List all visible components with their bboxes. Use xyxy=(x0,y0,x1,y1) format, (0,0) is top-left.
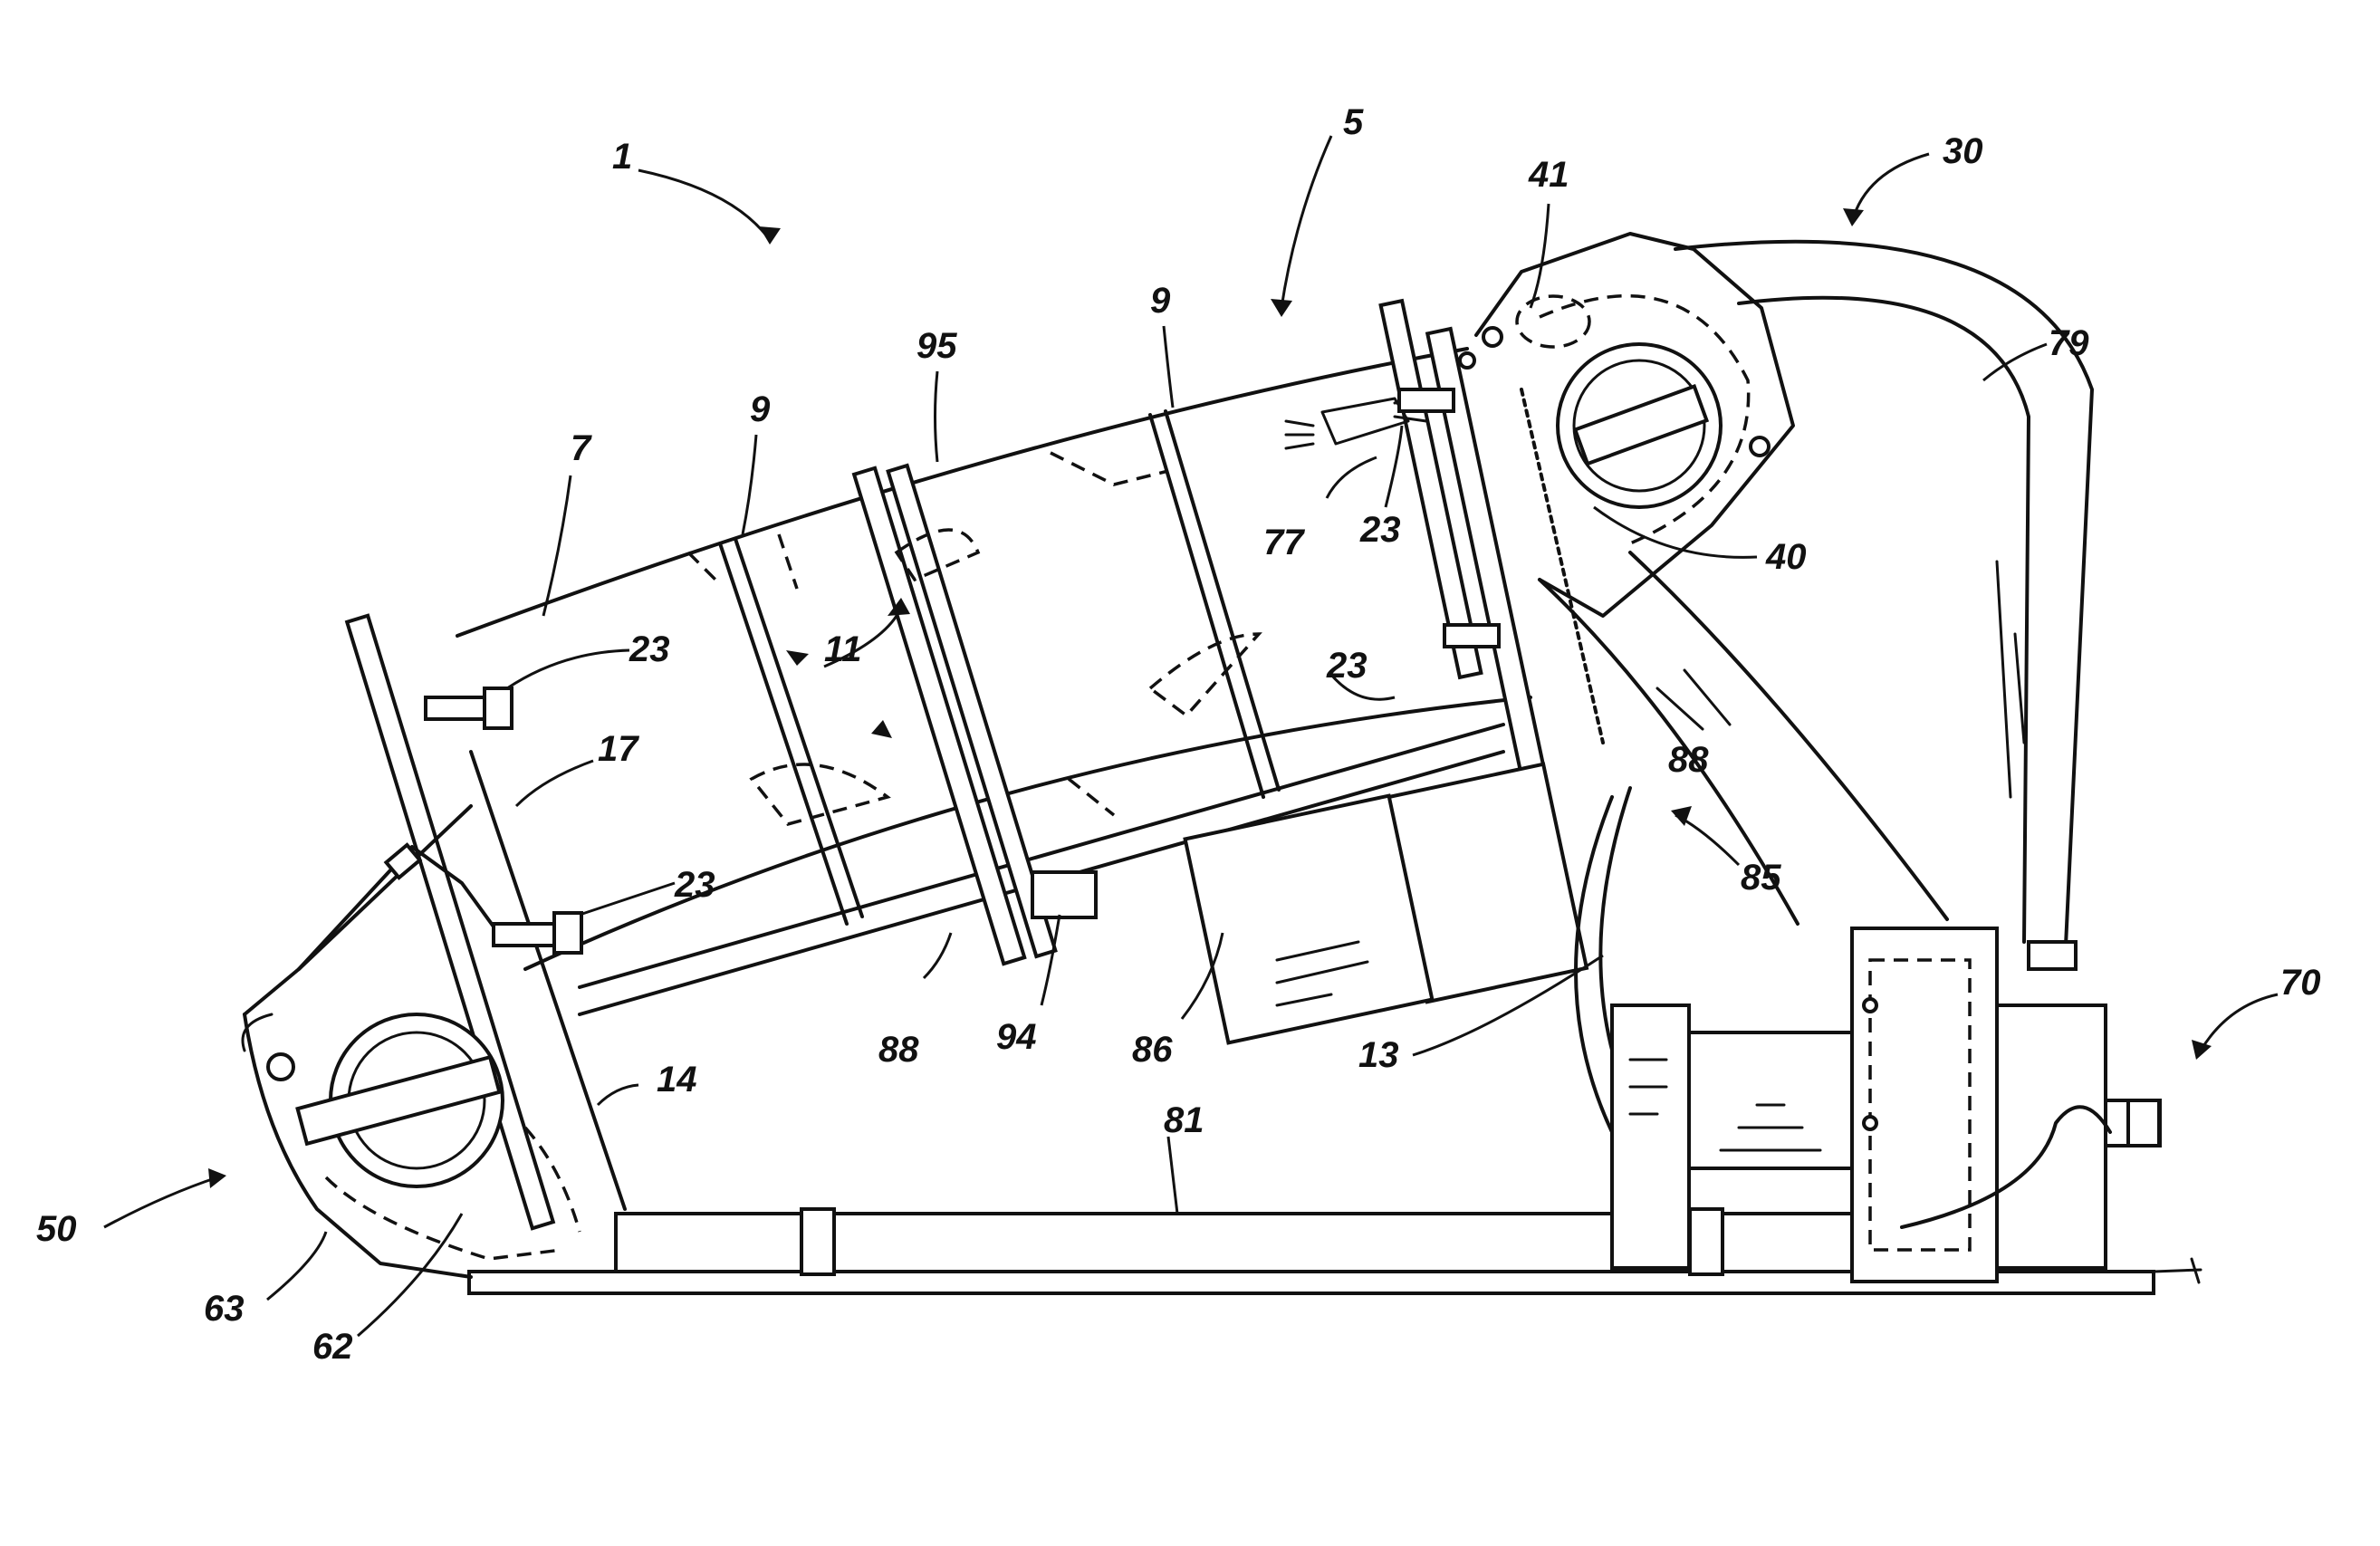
ref-77: 77 xyxy=(1263,523,1305,562)
internal-flights xyxy=(688,453,1259,824)
ref-14: 14 xyxy=(657,1060,697,1099)
ref-9: 9 xyxy=(1150,281,1171,321)
ref-62: 62 xyxy=(312,1327,353,1367)
ref-9: 9 xyxy=(750,389,771,429)
ref-13: 13 xyxy=(1358,1035,1399,1075)
ref-50: 50 xyxy=(36,1209,77,1249)
ref-63: 63 xyxy=(204,1289,245,1329)
ref-23: 23 xyxy=(1326,646,1368,686)
ref-5: 5 xyxy=(1343,102,1364,142)
ref-86: 86 xyxy=(1132,1030,1173,1070)
ref-81: 81 xyxy=(1164,1100,1204,1140)
upper-housing xyxy=(1286,234,1793,616)
ref-11: 11 xyxy=(824,629,862,669)
drive-end-frame xyxy=(1185,301,1603,1042)
ref-88: 88 xyxy=(1668,740,1709,780)
ref-7: 7 xyxy=(571,428,592,468)
ref-79: 79 xyxy=(2049,323,2089,363)
ref-23: 23 xyxy=(629,629,670,669)
ref-30: 30 xyxy=(1943,131,1983,171)
ref-88: 88 xyxy=(878,1030,919,1070)
ref-23: 23 xyxy=(674,865,715,905)
ref-1: 1 xyxy=(612,137,632,177)
ref-95: 95 xyxy=(916,326,957,366)
drum-body xyxy=(347,349,1531,1228)
ref-23: 23 xyxy=(1359,510,1401,550)
ref-17: 17 xyxy=(598,729,639,769)
ref-41: 41 xyxy=(1528,155,1569,195)
ref-40: 40 xyxy=(1765,537,1807,577)
ref-70: 70 xyxy=(2280,963,2321,1003)
ref-94: 94 xyxy=(996,1017,1037,1057)
ref-85: 85 xyxy=(1741,858,1781,898)
